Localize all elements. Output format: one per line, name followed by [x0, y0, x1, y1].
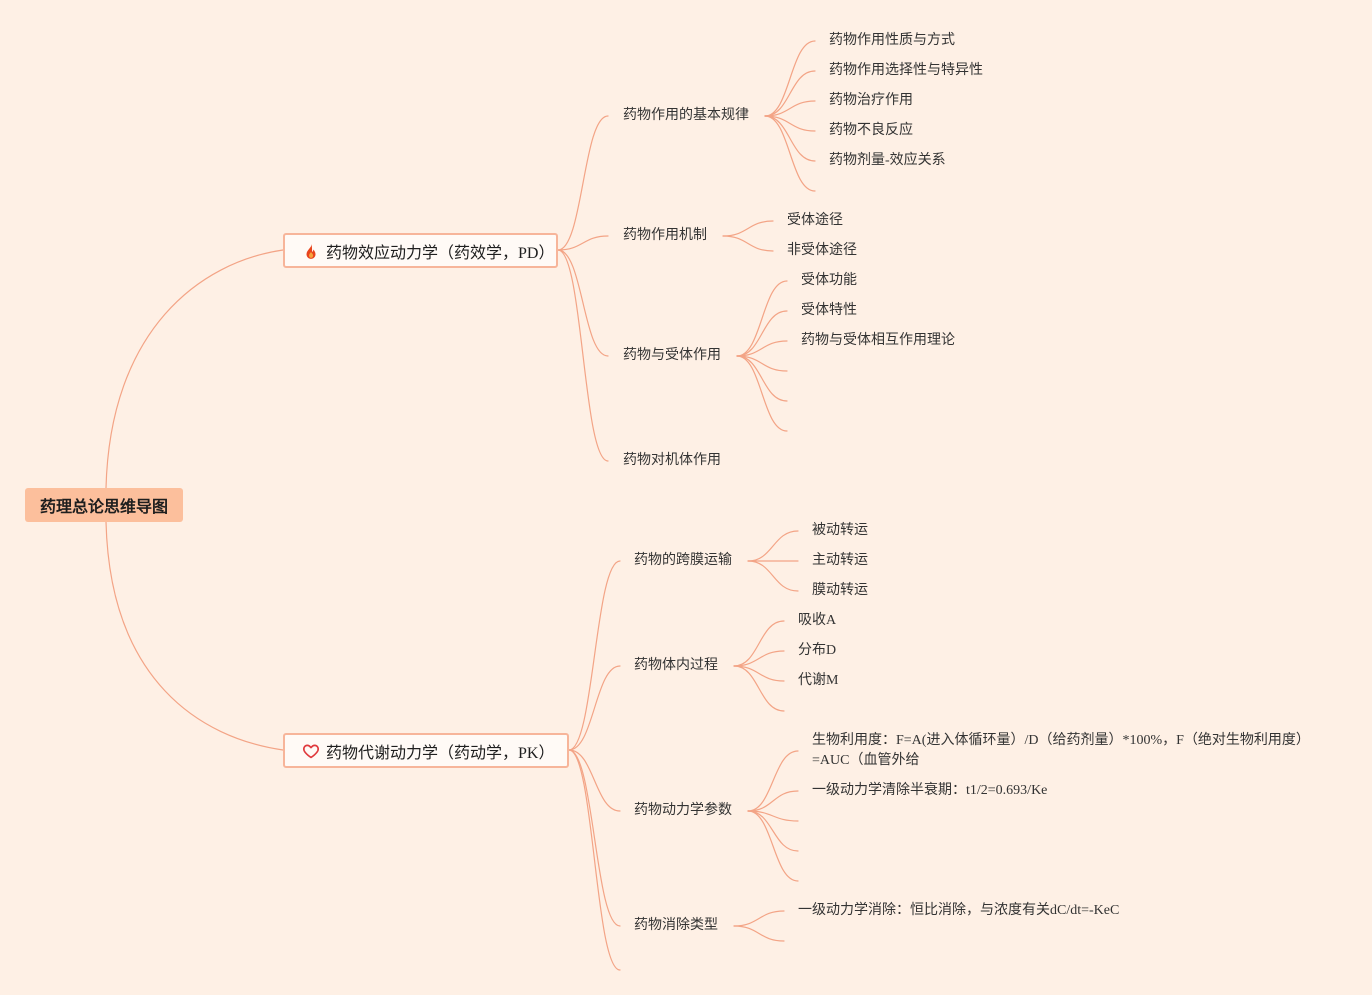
detail-bioavailability: 生物利用度：F=A(进入体循环量）/D（给药剂量）*100%，F（绝对生物利用度… — [812, 733, 1303, 768]
subtopic-basic-rules: 药物作用的基本规律 — [623, 108, 749, 123]
detail-absorption: 吸收A — [798, 613, 837, 628]
detail-first-order-elimination: 一级动力学消除：恒比消除，与浓度有关dC/dt=-KeC — [798, 903, 1120, 918]
connector-detail — [736, 355, 788, 402]
connector-detail — [722, 220, 774, 237]
connector-detail — [764, 70, 816, 117]
subtopic-mechanism: 药物作用机制 — [623, 228, 707, 243]
main-topic-pk: 药物代谢动力学（药动学，PK） — [283, 733, 569, 768]
main-topic-pd: 药物效应动力学（药效学，PD） — [283, 233, 558, 268]
detail-non-receptor-pathway: 非受体途径 — [787, 243, 857, 258]
detail-dose-response: 药物剂量-效应关系 — [829, 153, 946, 168]
detail-receptor-theory: 药物与受体相互作用理论 — [801, 333, 955, 348]
connector-pd-to-mechanism — [557, 235, 609, 251]
connector-detail — [764, 115, 816, 132]
connector-detail — [747, 750, 799, 812]
detail-half-life: 一级动力学清除半衰期：t1/2=0.693/Ke — [812, 783, 1048, 798]
connector-detail — [764, 40, 816, 117]
subtopic-effects-on-body: 药物对机体作用 — [623, 453, 721, 468]
connector-detail — [733, 665, 785, 712]
connector-detail — [747, 530, 799, 562]
connector-root-to-pd — [105, 249, 284, 489]
connector-pk-to-in-vivo — [568, 665, 621, 751]
root-node-label: 药理总论思维导图 — [39, 499, 168, 516]
connector-detail — [736, 355, 788, 372]
connector-root-to-pk — [105, 521, 284, 751]
connector-detail — [733, 620, 785, 667]
subtopic-receptor-interaction: 药物与受体作用 — [623, 348, 721, 363]
detail-receptor-properties: 受体特性 — [801, 303, 857, 318]
detail-action-selectivity: 药物作用选择性与特异性 — [829, 63, 983, 78]
fire-icon — [302, 242, 320, 260]
detail-active-transport: 主动转运 — [812, 553, 868, 568]
detail-receptor-pathway: 受体途径 — [787, 213, 843, 228]
heart-outline-icon — [302, 742, 320, 760]
connector-detail — [736, 340, 788, 357]
connector-detail — [736, 355, 788, 432]
connector-detail — [736, 310, 788, 357]
connector-detail — [733, 925, 785, 942]
main-topic-pk-label: 药物代谢动力学（药动学，PK） — [326, 744, 555, 762]
connector-pk-to-parameters — [568, 749, 621, 812]
detail-action-nature: 药物作用性质与方式 — [829, 33, 955, 48]
subtopic-elimination-types: 药物消除类型 — [634, 918, 718, 933]
connector-pk-to-membrane — [568, 560, 621, 751]
connector-detail — [764, 115, 816, 192]
subtopic-in-vivo-process: 药物体内过程 — [634, 658, 718, 673]
connector-detail — [764, 100, 816, 117]
connector-detail — [764, 115, 816, 162]
detail-receptor-function: 受体功能 — [801, 273, 857, 288]
connector-detail — [747, 790, 799, 812]
connector-pd-to-basic-rules — [557, 115, 609, 251]
root-node: 药理总论思维导图 — [25, 488, 183, 522]
connector-detail — [733, 910, 785, 927]
subtopic-pk-parameters: 药物动力学参数 — [634, 803, 732, 818]
detail-metabolism: 代谢M — [798, 673, 839, 688]
connector-pd-to-effects — [557, 249, 609, 462]
connector-pk-to-empty — [568, 749, 621, 971]
detail-adverse-reaction: 药物不良反应 — [829, 123, 913, 138]
connector-detail — [747, 810, 799, 852]
connector-detail — [733, 665, 785, 682]
connector-pd-to-receptor — [557, 249, 609, 357]
connector-detail — [722, 235, 774, 252]
connector-pk-to-elimination — [568, 749, 621, 927]
detail-distribution: 分布D — [798, 643, 837, 658]
connector-detail — [736, 280, 788, 357]
detail-therapeutic-effect: 药物治疗作用 — [829, 93, 913, 108]
connector-detail — [747, 560, 799, 592]
subtopic-membrane-transport: 药物的跨膜运输 — [634, 553, 732, 568]
detail-passive-transport: 被动转运 — [812, 523, 868, 538]
connector-detail — [733, 650, 785, 667]
connector-detail — [747, 810, 799, 882]
detail-membrane-mobile-transport: 膜动转运 — [812, 583, 868, 598]
main-topic-pd-label: 药物效应动力学（药效学，PD） — [326, 244, 555, 262]
